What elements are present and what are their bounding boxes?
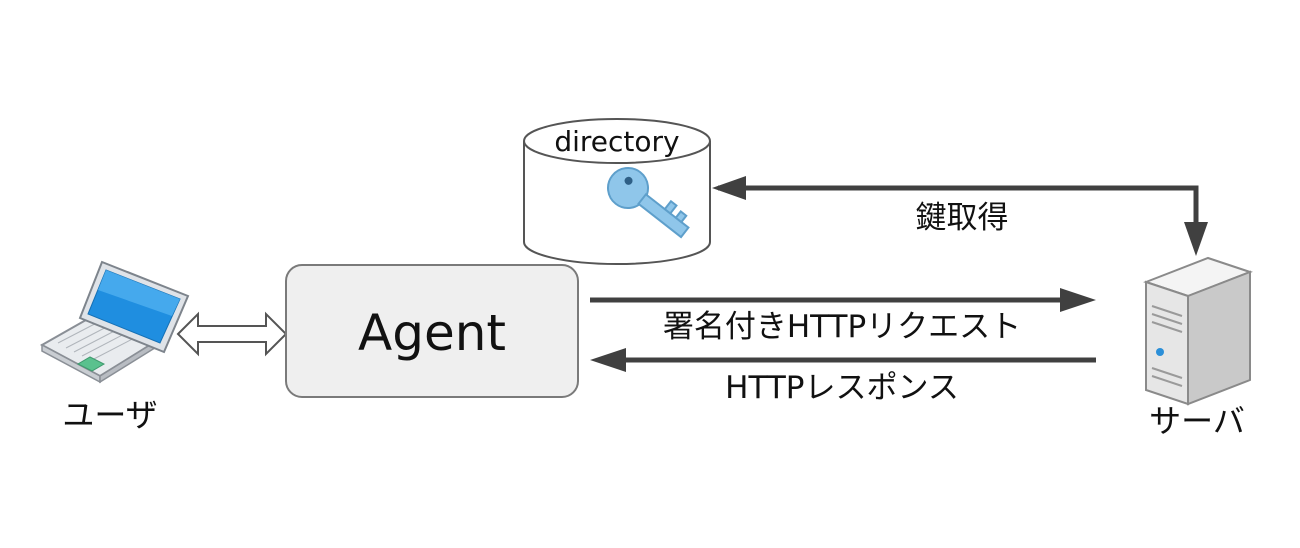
signed-request-label: 署名付きHTTPリクエスト <box>663 309 1021 345</box>
key-fetch-label: 鍵取得 <box>916 200 1009 236</box>
key-fetch-arrowhead-down <box>1184 222 1208 256</box>
response-label: HTTPレスポンス <box>725 370 959 406</box>
user-label: ユーザ <box>62 396 157 434</box>
directory-label: directory <box>554 125 679 158</box>
response-arrowhead <box>590 348 626 372</box>
agent-label: Agent <box>358 304 506 362</box>
server-icon <box>1143 256 1253 406</box>
key-fetch-arrow <box>718 185 1199 230</box>
key-fetch-arrowhead-left <box>712 176 746 200</box>
server-label: サーバ <box>1149 402 1245 440</box>
laptop-icon <box>39 260 190 384</box>
signed-request-arrowhead <box>1060 288 1096 312</box>
user-agent-double-arrow <box>176 311 288 357</box>
agent-box <box>285 264 579 398</box>
key-icon <box>607 167 690 239</box>
